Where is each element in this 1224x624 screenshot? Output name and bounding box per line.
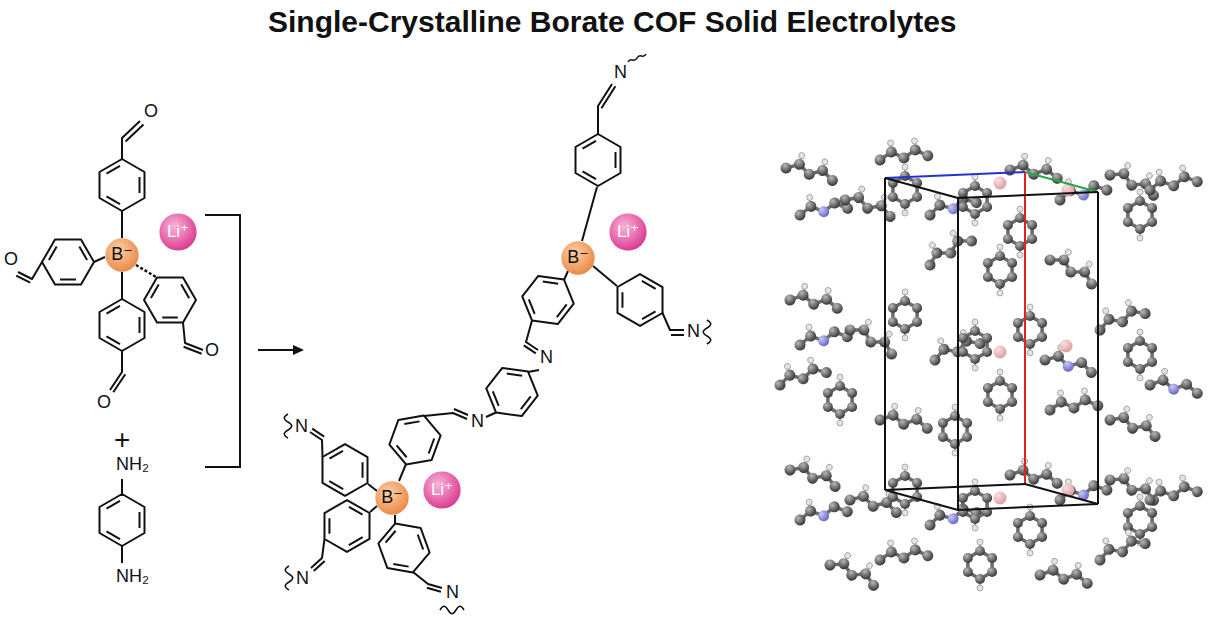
atom-fragment [958,319,992,371]
atom-fragment [823,374,857,426]
reaction-arrow [205,215,304,467]
atom-label: O [205,340,219,361]
atom-fragment [1042,241,1105,292]
atom-fragment [1013,304,1047,356]
atom-fragment [1003,206,1037,258]
atom-fragment [958,174,992,226]
atom-fragment [916,222,979,273]
benzene-ring [606,268,674,333]
bracket [205,215,240,467]
atom-fragment [791,317,853,351]
atom-label: N [614,62,627,83]
atom-label: NH₂ [116,454,149,475]
benzene-ring [100,299,145,351]
atom-label: N [471,411,484,432]
atom-label: N [296,568,309,589]
atom-fragment [1123,329,1157,381]
atom-fragment [791,492,853,526]
atom-label: N [687,321,700,342]
ion-label: Li⁺ [431,481,453,500]
atom-fragment [1144,365,1206,399]
atom-fragment [1141,472,1203,506]
atom-label: O [4,249,18,270]
wavy-bond [284,54,711,614]
benzene-ring [478,358,545,427]
ion-label: Li⁺ [617,223,639,242]
atom-fragment [784,280,846,314]
bond-lines [310,84,684,592]
circle-fill [609,213,646,250]
figure-title: Single-Crystalline Borate COF Solid Elec… [268,5,957,40]
atom-fragment [1088,524,1152,567]
lithium-ion-circle: Li⁺ [423,471,461,509]
lithium-ion-circle: Li⁺ [609,213,647,251]
arrow-head [293,345,304,355]
benzene-ring [576,134,621,186]
atom-fragment [1043,386,1104,416]
ion-label: B⁻ [381,488,403,508]
ion-label: B⁻ [567,248,589,268]
atom-label: N [295,416,308,437]
atom-fragment [1051,470,1114,506]
unit-cell [885,172,1098,510]
reactant-structure [16,121,203,563]
lithium-ion-circle: Li⁺ [159,213,197,251]
atom-fragment [873,136,934,166]
circle-fill [423,471,460,508]
boron-atom-circle: B⁻ [375,481,409,515]
atom-fragment [888,164,922,216]
atom-fragment [983,369,1017,421]
atom-fragment [1103,400,1167,443]
atom-fragment [783,450,847,493]
atom-label: N [540,347,553,368]
benzene-ring [138,266,203,334]
circle-fill [375,481,408,514]
arrow-shaft [258,349,296,351]
atom-fragment [823,545,887,592]
atom-fragment [770,353,833,392]
product-structure [284,54,711,614]
plus-sign: + [114,424,130,456]
benzene-ring [100,159,145,211]
circle-fill [159,213,196,250]
atom-label: O [97,392,111,413]
boron-atom-circle: B⁻ [561,241,595,275]
crystal-structure [770,136,1206,592]
ion-label: B⁻ [111,245,133,265]
atom-fragment [873,536,934,566]
atom-fragment [874,400,936,434]
atom-fragment [888,289,922,341]
boron-atom-circle: B⁻ [105,238,139,272]
benzene-ring [42,240,94,285]
boron-atom [994,177,1075,505]
atom-fragment [983,244,1017,296]
atom-label: NH₂ [116,566,149,587]
circle-fill [105,238,138,271]
atom-label: O [144,101,158,122]
benzene-ring [514,266,581,335]
atom-fragment [1141,162,1203,196]
atom-fragment [1034,555,1096,589]
benzene-ring [100,494,145,546]
atom-fragment [779,148,842,187]
benzene-ring [374,516,434,580]
atom-fragment [1038,340,1101,379]
atom-fragment [1123,189,1157,241]
atom-fragment [1013,504,1047,556]
atom-label: N [446,582,459,603]
atom-fragment [963,539,997,591]
circle-fill [561,241,594,274]
ion-label: Li⁺ [167,223,189,242]
atom-fragment [1004,150,1066,184]
benzene-ring [385,408,445,472]
bond-lines [16,121,203,563]
atom-fragment [938,404,972,456]
